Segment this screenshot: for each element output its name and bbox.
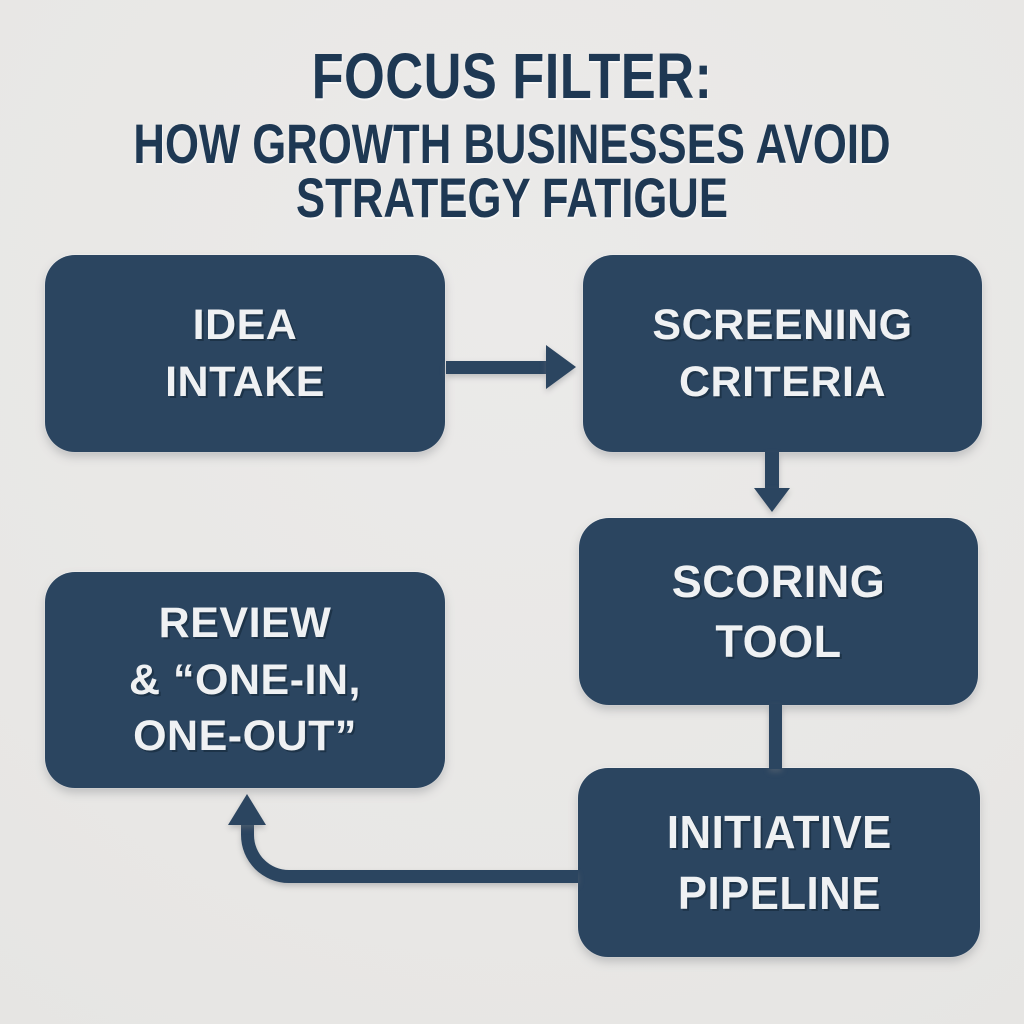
node-idea-intake-label: IDEA INTAKE [165,300,325,406]
arrow-down-icon [754,488,790,512]
node-scoring-tool: SCORING TOOL [579,518,978,705]
page-subtitle-line-1: HOW GROWTH BUSINESSES AVOID [133,112,891,175]
arrow-screening-to-scoring-shaft [765,452,779,488]
line-scoring-to-pipeline [769,704,782,769]
node-screening-criteria-label: SCREENING CRITERIA [652,300,913,406]
curve-pipeline-to-review [241,824,578,883]
arrow-right-icon [546,345,576,389]
arrow-up-icon [228,794,266,825]
page-title: FOCUS FILTER: [311,40,713,112]
node-idea-intake: IDEA INTAKE [45,255,445,452]
node-initiative-pipeline-label: INITIATIVE PIPELINE [666,805,892,919]
node-review-one-in-one-out: REVIEW & “ONE-IN, ONE-OUT” [45,572,445,788]
node-scoring-tool-label: SCORING TOOL [671,556,886,667]
node-review-one-in-one-out-label: REVIEW & “ONE-IN, ONE-OUT” [129,598,361,761]
node-initiative-pipeline: INITIATIVE PIPELINE [578,768,980,957]
page-subtitle-line-2: STRATEGY FATIGUE [296,166,728,229]
node-screening-criteria: SCREENING CRITERIA [583,255,982,452]
arrow-idea-to-screening-shaft [446,361,546,374]
